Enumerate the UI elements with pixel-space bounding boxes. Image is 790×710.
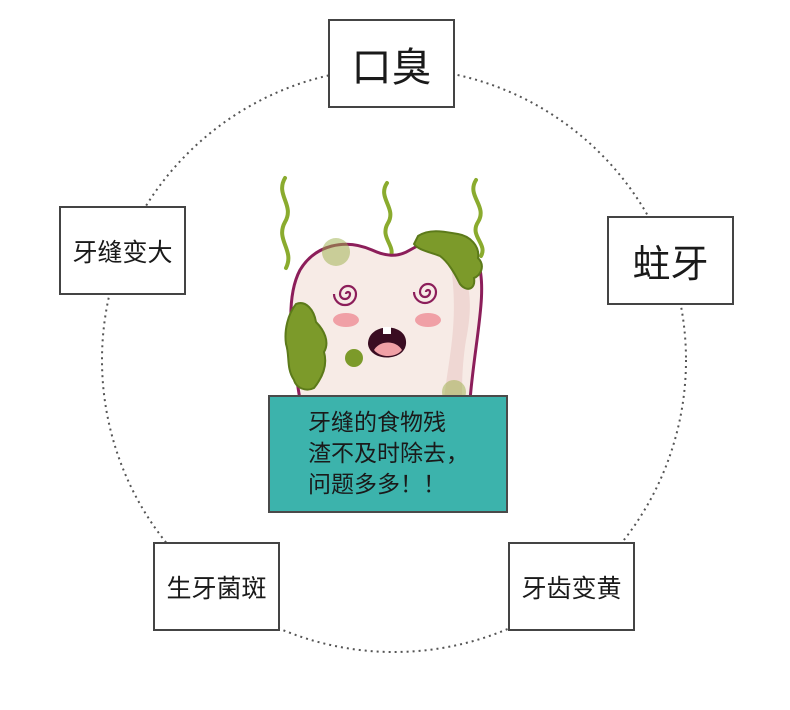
caption-line: 渣不及时除去， bbox=[308, 439, 506, 470]
caption-line: 牙缝的食物残 bbox=[308, 408, 506, 439]
node-plaque: 生牙菌斑 bbox=[153, 542, 280, 631]
tooth-in-mouth bbox=[383, 327, 391, 334]
smelly-tooth-illustration bbox=[282, 178, 482, 404]
caption-line: 问题多多！！ bbox=[308, 470, 506, 501]
node-cavity: 蛀牙 bbox=[607, 216, 734, 305]
node-bad-breath: 口臭 bbox=[328, 19, 455, 108]
plaque-spot bbox=[345, 349, 363, 367]
stink-wave-icon bbox=[282, 178, 288, 268]
cheek-left bbox=[333, 313, 359, 327]
stink-wave-icon bbox=[384, 183, 392, 258]
cheek-right bbox=[415, 313, 441, 327]
plaque-spot bbox=[322, 238, 350, 266]
node-wider-gaps: 牙缝变大 bbox=[59, 206, 186, 295]
node-yellow-teeth: 牙齿变黄 bbox=[508, 542, 635, 631]
center-caption: 牙缝的食物残 渣不及时除去， 问题多多！！ bbox=[268, 395, 508, 513]
